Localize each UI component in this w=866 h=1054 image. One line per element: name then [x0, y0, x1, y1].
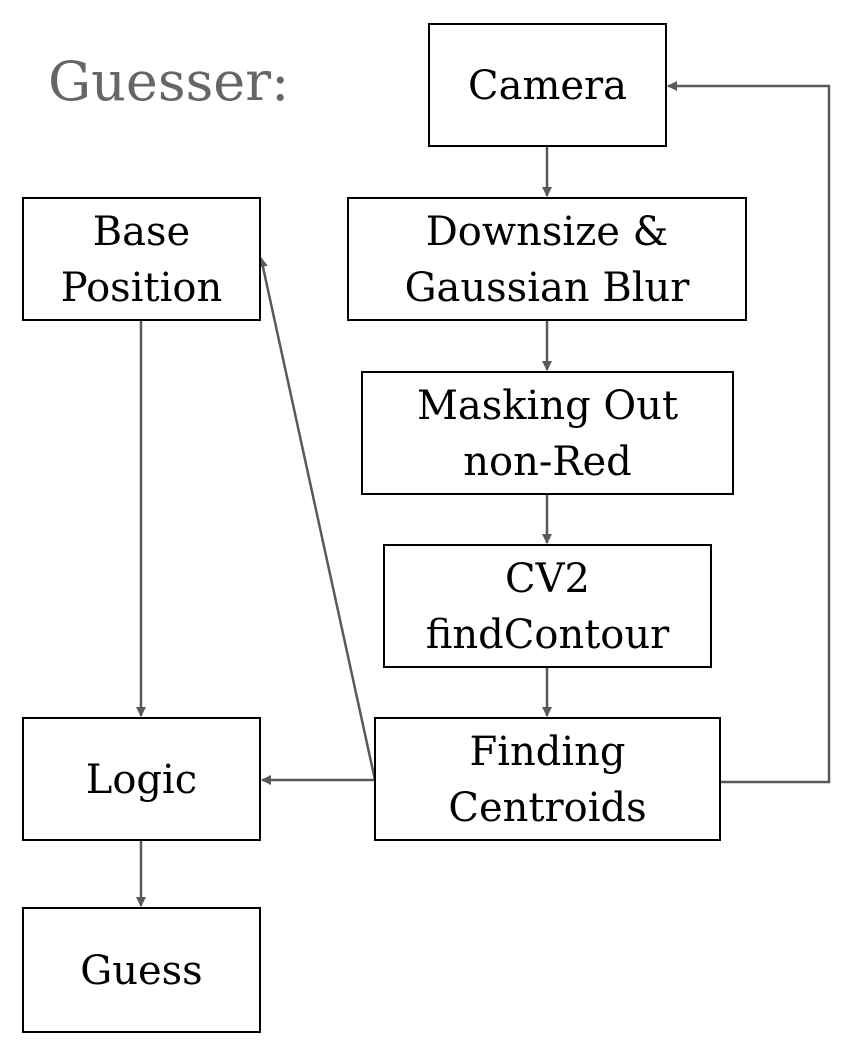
edges-layer	[136, 81, 831, 907]
node-downsize-label-line: Gaussian Blur	[405, 265, 691, 311]
node-guess-box	[22, 907, 261, 1033]
node-base-label-line: Position	[61, 265, 222, 311]
node-guess-label-line: Guess	[80, 948, 202, 994]
node-cv2-label-line: findContour	[426, 612, 670, 658]
arrow-centroids-to-camera	[667, 81, 831, 784]
node-downsize-box	[347, 197, 747, 321]
node-masking-label-line: non-Red	[463, 439, 632, 485]
node-downsize-label-line: Downsize &	[426, 209, 669, 255]
diagram-title: Guesser:	[48, 50, 289, 113]
node-camera: Camera	[428, 23, 667, 147]
node-masking-label-line: Masking Out	[417, 383, 678, 429]
node-guess: Guess	[22, 907, 261, 1033]
node-cv2: CV2 findContour	[383, 544, 712, 668]
node-downsize: Downsize & Gaussian Blur	[347, 197, 747, 321]
arrow-centroids-to-base	[258, 257, 377, 781]
node-masking-box	[361, 371, 734, 495]
node-cv2-box	[383, 544, 712, 668]
node-base-label-line: Base	[93, 209, 190, 255]
node-logic: Logic	[22, 717, 261, 841]
node-camera-box	[428, 23, 667, 147]
node-centroids-box	[374, 717, 721, 841]
node-logic-label-line: Logic	[86, 757, 197, 803]
node-centroids-label-line: Centroids	[448, 785, 646, 831]
node-logic-box	[22, 717, 261, 841]
node-centroids-label-line: Finding	[469, 729, 625, 775]
node-camera-label-line: Camera	[468, 63, 627, 109]
node-base-box	[22, 197, 261, 321]
node-cv2-label-line: CV2	[505, 556, 590, 602]
node-masking: Masking Out non-Red	[361, 371, 734, 495]
